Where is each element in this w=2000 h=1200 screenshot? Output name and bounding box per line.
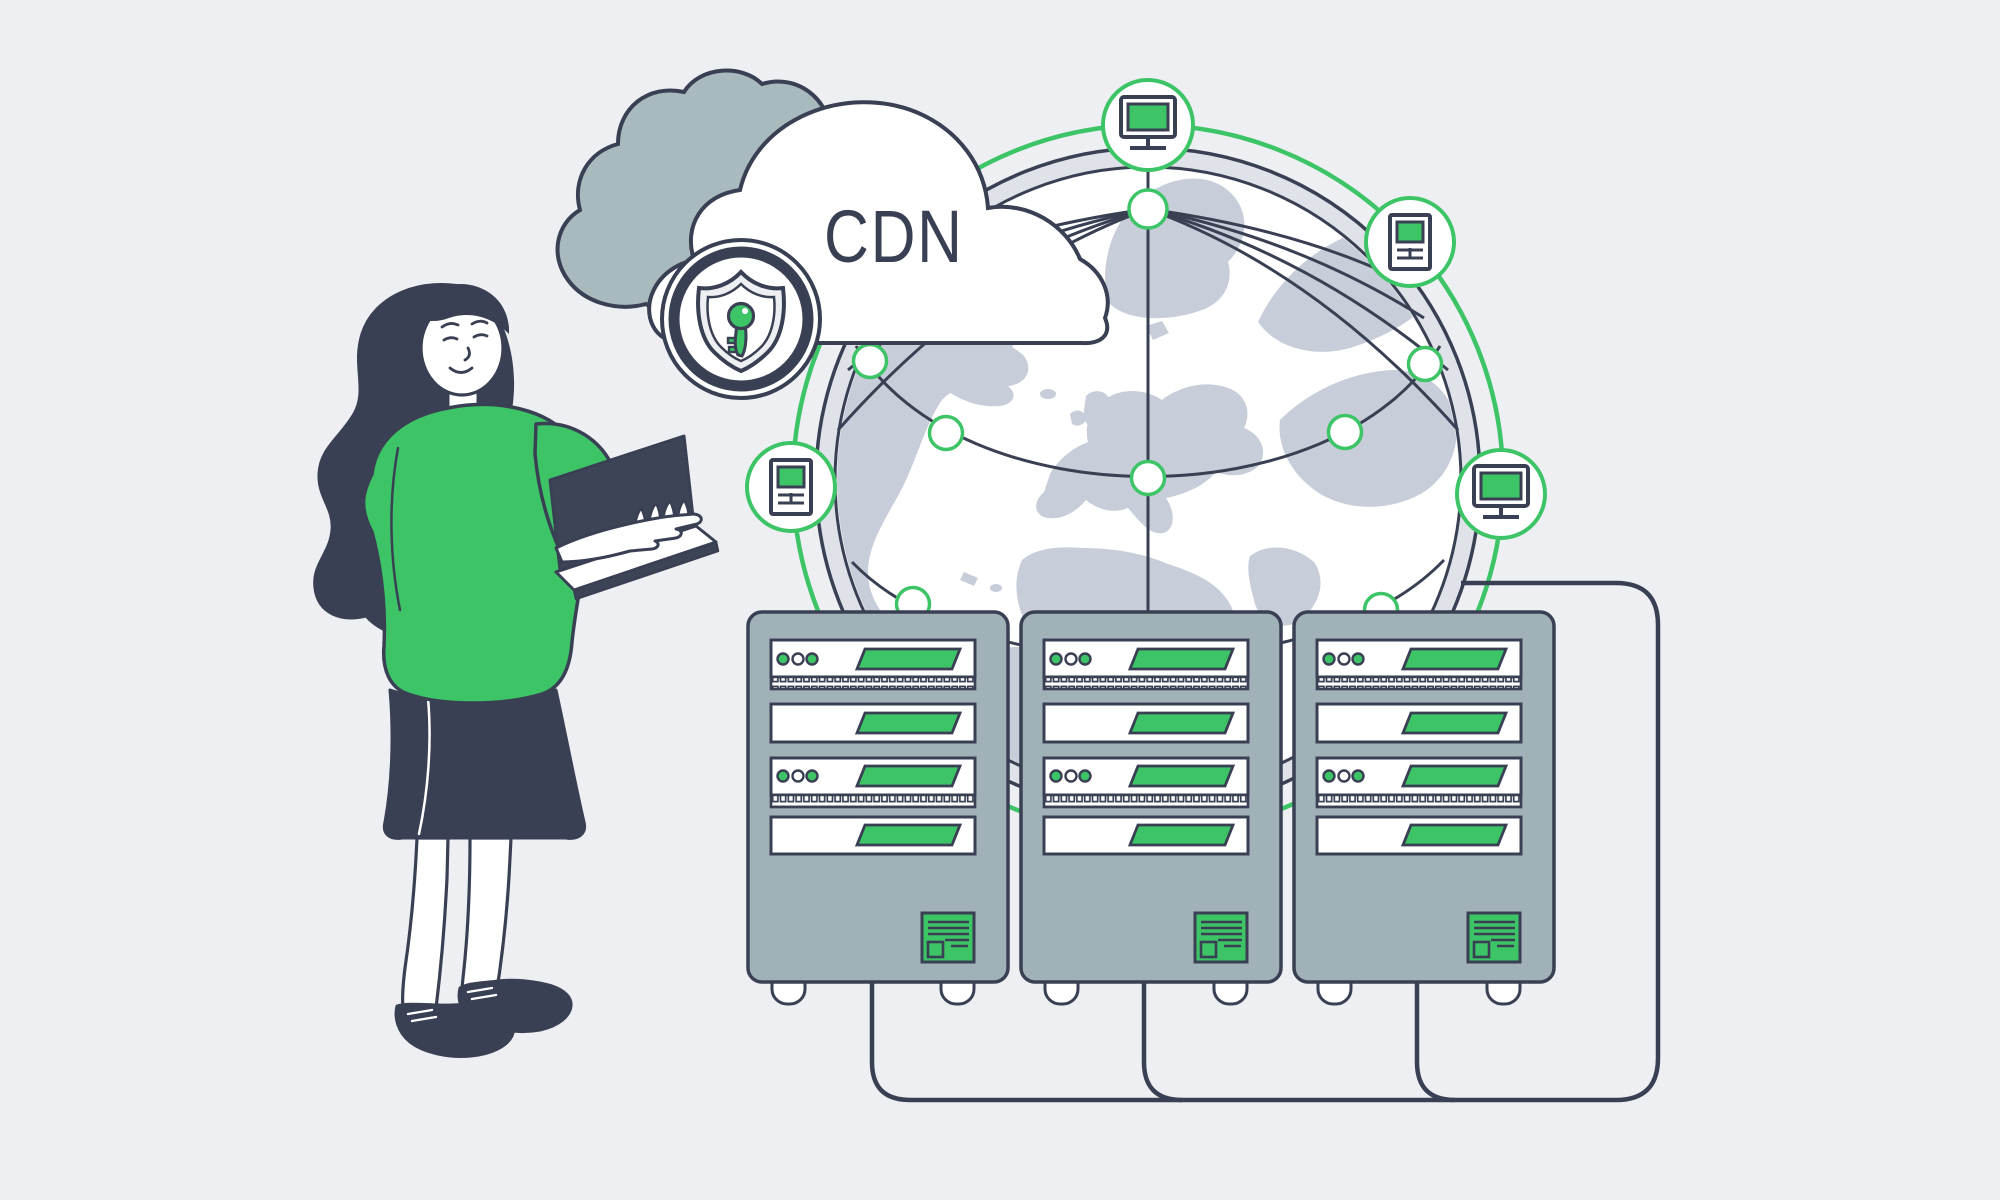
shoe: [394, 1002, 515, 1058]
cdn-label: CDN: [824, 195, 964, 278]
mobile-device-icon: [769, 458, 813, 516]
sweater: [361, 402, 593, 705]
hair-fringe: [418, 284, 510, 334]
server-rack: [746, 610, 1010, 1006]
edge-node-left: [745, 441, 837, 533]
relay-node: [1129, 459, 1167, 497]
edge-node-top: [1101, 78, 1195, 172]
woman-with-laptop: [313, 283, 720, 1058]
key-icon: [726, 301, 756, 358]
skirt: [382, 688, 587, 840]
edge-node-right: [1455, 448, 1547, 540]
server-racks: [746, 610, 1556, 1006]
relay-node: [851, 342, 889, 380]
rack-cables: [869, 580, 1661, 1103]
face-features: [440, 319, 489, 374]
hub-node: [1127, 188, 1169, 230]
typing-hand: [554, 512, 703, 564]
relay-node: [1326, 413, 1364, 451]
server-rack: [1292, 610, 1556, 1006]
network-nodes: [851, 188, 1444, 629]
security-badge: [660, 238, 822, 400]
relay-node: [1406, 345, 1444, 383]
mobile-device-icon: [1388, 213, 1432, 271]
leg: [459, 836, 513, 1000]
server-rack: [1019, 610, 1283, 1006]
relay-node: [927, 414, 965, 452]
leg: [401, 836, 450, 1010]
edge-node-upper-right: [1364, 196, 1456, 288]
